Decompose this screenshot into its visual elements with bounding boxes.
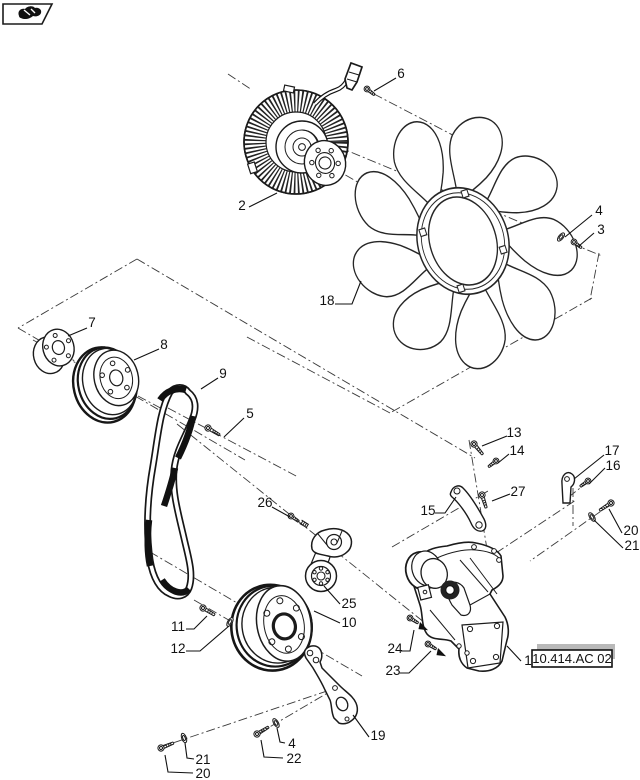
nav-logo-button[interactable] (2, 3, 54, 25)
svg-text:23: 23 (385, 663, 400, 678)
svg-text:4: 4 (595, 203, 603, 218)
svg-text:2: 2 (238, 198, 246, 213)
bolt-20-bottom (156, 739, 176, 753)
svg-text:8: 8 (160, 337, 168, 352)
belt-tensioner (299, 519, 353, 593)
idler-pulley (230, 583, 313, 672)
bolt-20-right (597, 498, 616, 514)
callout-2[interactable]: 2 (238, 192, 278, 213)
svg-text:19: 19 (370, 728, 385, 743)
svg-text:13: 13 (506, 425, 521, 440)
svg-text:16: 16 (605, 458, 620, 473)
callout-20-right[interactable]: 20 (608, 508, 639, 538)
callout-4-bottom[interactable]: 4 (276, 727, 296, 751)
callout-13[interactable]: 13 (481, 425, 522, 447)
callout-17[interactable]: 17 (573, 443, 620, 480)
bracket-hub-pulley (404, 550, 448, 591)
callout-14[interactable]: 14 (497, 443, 525, 464)
tensioner-stud (299, 519, 310, 529)
callout-21-right[interactable]: 21 (593, 519, 640, 553)
svg-text:10: 10 (341, 615, 356, 630)
fan-clutch (243, 61, 364, 195)
callout-9[interactable]: 9 (200, 366, 227, 390)
svg-text:11: 11 (171, 619, 185, 634)
callout-20-bottom[interactable]: 20 (164, 754, 211, 780)
callout-25[interactable]: 25 (323, 585, 357, 611)
callout-8[interactable]: 8 (133, 337, 168, 361)
svg-text:14: 14 (509, 443, 525, 458)
svg-text:22: 22 (286, 751, 301, 766)
svg-text:9: 9 (219, 366, 227, 381)
ref-box-frame (531, 649, 613, 668)
svg-text:27: 27 (510, 484, 525, 499)
callout-23[interactable]: 23 (385, 650, 432, 678)
callout-24[interactable]: 24 (387, 629, 415, 656)
glove-detail (23, 8, 36, 16)
svg-text:21: 21 (195, 752, 210, 767)
svg-text:24: 24 (387, 641, 403, 656)
arrow-23 (436, 648, 447, 657)
ref-box-label: 10.414.AC 02 (532, 651, 612, 666)
bolt-24 (405, 613, 421, 626)
svg-text:7: 7 (88, 315, 96, 330)
bolt-26 (286, 511, 301, 525)
callout-12[interactable]: 12 (170, 625, 230, 656)
svg-text:1: 1 (524, 653, 532, 668)
callout-27[interactable]: 27 (491, 484, 526, 502)
ref-code-box[interactable]: 10.414.AC 02 (531, 644, 615, 668)
bolt-27 (477, 490, 490, 510)
callout-26[interactable]: 26 (257, 495, 291, 518)
bolt-23 (423, 639, 439, 652)
callout-18[interactable]: 18 (319, 280, 362, 308)
svg-text:20: 20 (623, 523, 638, 538)
svg-text:3: 3 (597, 222, 605, 237)
support-bracket (303, 645, 359, 725)
cooling-fan (344, 110, 587, 380)
svg-text:25: 25 (341, 596, 356, 611)
arrow-24 (418, 622, 429, 631)
callout-7[interactable]: 7 (67, 315, 96, 337)
callout-1[interactable]: 1 (506, 645, 532, 668)
clutch-flange (303, 139, 347, 187)
callout-3[interactable]: 3 (578, 222, 605, 247)
callout-6[interactable]: 6 (373, 66, 405, 92)
stay-bracket (449, 485, 487, 532)
callout-16[interactable]: 16 (588, 458, 621, 485)
bolt-13 (469, 439, 486, 457)
svg-text:20: 20 (195, 766, 210, 780)
crank-pulley (71, 346, 140, 424)
hub-spacer (32, 328, 75, 375)
hand-glove-icon (18, 6, 42, 20)
bolt-5 (203, 423, 222, 439)
callout-11[interactable]: 11 (171, 615, 208, 634)
svg-text:6: 6 (397, 66, 405, 81)
hook-bracket (561, 471, 576, 504)
callout-10[interactable]: 10 (313, 610, 357, 630)
svg-text:12: 12 (170, 641, 185, 656)
svg-text:17: 17 (604, 443, 619, 458)
bolt-11 (198, 603, 217, 619)
fan-drive-bracket (404, 541, 510, 672)
fasteners (156, 84, 616, 753)
svg-text:26: 26 (257, 495, 272, 510)
svg-text:18: 18 (319, 293, 334, 308)
wire-connector (344, 61, 364, 92)
callout-21-bottom[interactable]: 21 (184, 742, 211, 767)
drive-belt (144, 384, 199, 600)
callout-4-top[interactable]: 4 (564, 203, 603, 238)
callout-19[interactable]: 19 (352, 714, 386, 743)
callout-5[interactable]: 5 (223, 406, 254, 438)
washer-4-bottom (271, 717, 281, 729)
washer-21-bottom (179, 732, 189, 744)
callout-22[interactable]: 22 (260, 739, 302, 766)
svg-text:4: 4 (288, 736, 296, 751)
svg-text:15: 15 (420, 503, 435, 518)
callout-15[interactable]: 15 (420, 496, 457, 518)
svg-text:5: 5 (246, 406, 254, 421)
svg-text:21: 21 (624, 538, 639, 553)
callouts: 6 2 4 3 18 7 8 9 5 13 14 27 15 17 16 (67, 66, 640, 780)
